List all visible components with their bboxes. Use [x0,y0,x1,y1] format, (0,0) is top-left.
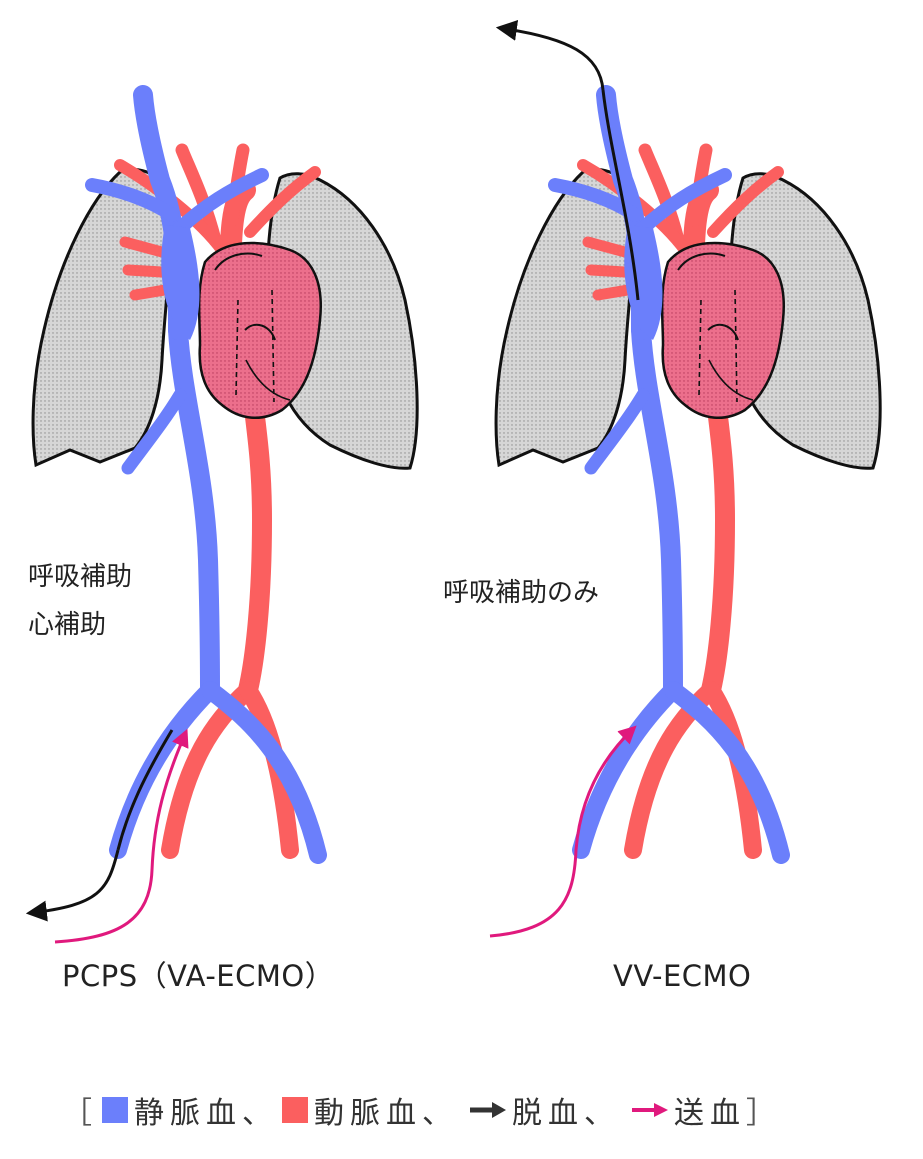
pcps-title: PCPS（VA-ECMO） [62,959,335,993]
legend-venous-label: 静脈血 [134,1096,242,1131]
drainage-cannula-left [116,729,174,851]
drainage-cannula-right [601,89,640,301]
legend-separator: 、 [242,1096,278,1131]
left-support-line-1: 呼吸補助 [28,562,133,592]
drainage-arrow-right [495,19,605,91]
left-support-line-2: 心補助 [28,610,107,640]
drainage-arrow-icon [470,1102,506,1118]
pcps-panel [25,95,417,944]
legend-arterial-label: 動脈血 [314,1096,422,1131]
return-arrow-right [489,725,637,938]
vv-ecmo-title: VV-ECMO [613,959,752,993]
legend-open-bracket: ［ [62,1096,98,1131]
vv-ecmo-panel [489,19,880,938]
legend-close-bracket: ］ [746,1096,782,1131]
return-arrow-left [54,728,189,944]
legend-separator: 、 [422,1096,458,1131]
drainage-arrow-left [25,849,120,922]
venous-swatch-icon [102,1097,128,1123]
right-support-line-1: 呼吸補助のみ [443,578,600,608]
legend: ［ 静脈血 、 動脈血 、 脱血 、 送血 ］ [62,1088,782,1132]
legend-return-label: 送血 [674,1096,746,1131]
return-arrow-icon [632,1103,668,1117]
legend-separator: 、 [584,1096,620,1131]
legend-drainage-label: 脱血 [512,1096,584,1131]
arterial-swatch-icon [282,1097,308,1123]
